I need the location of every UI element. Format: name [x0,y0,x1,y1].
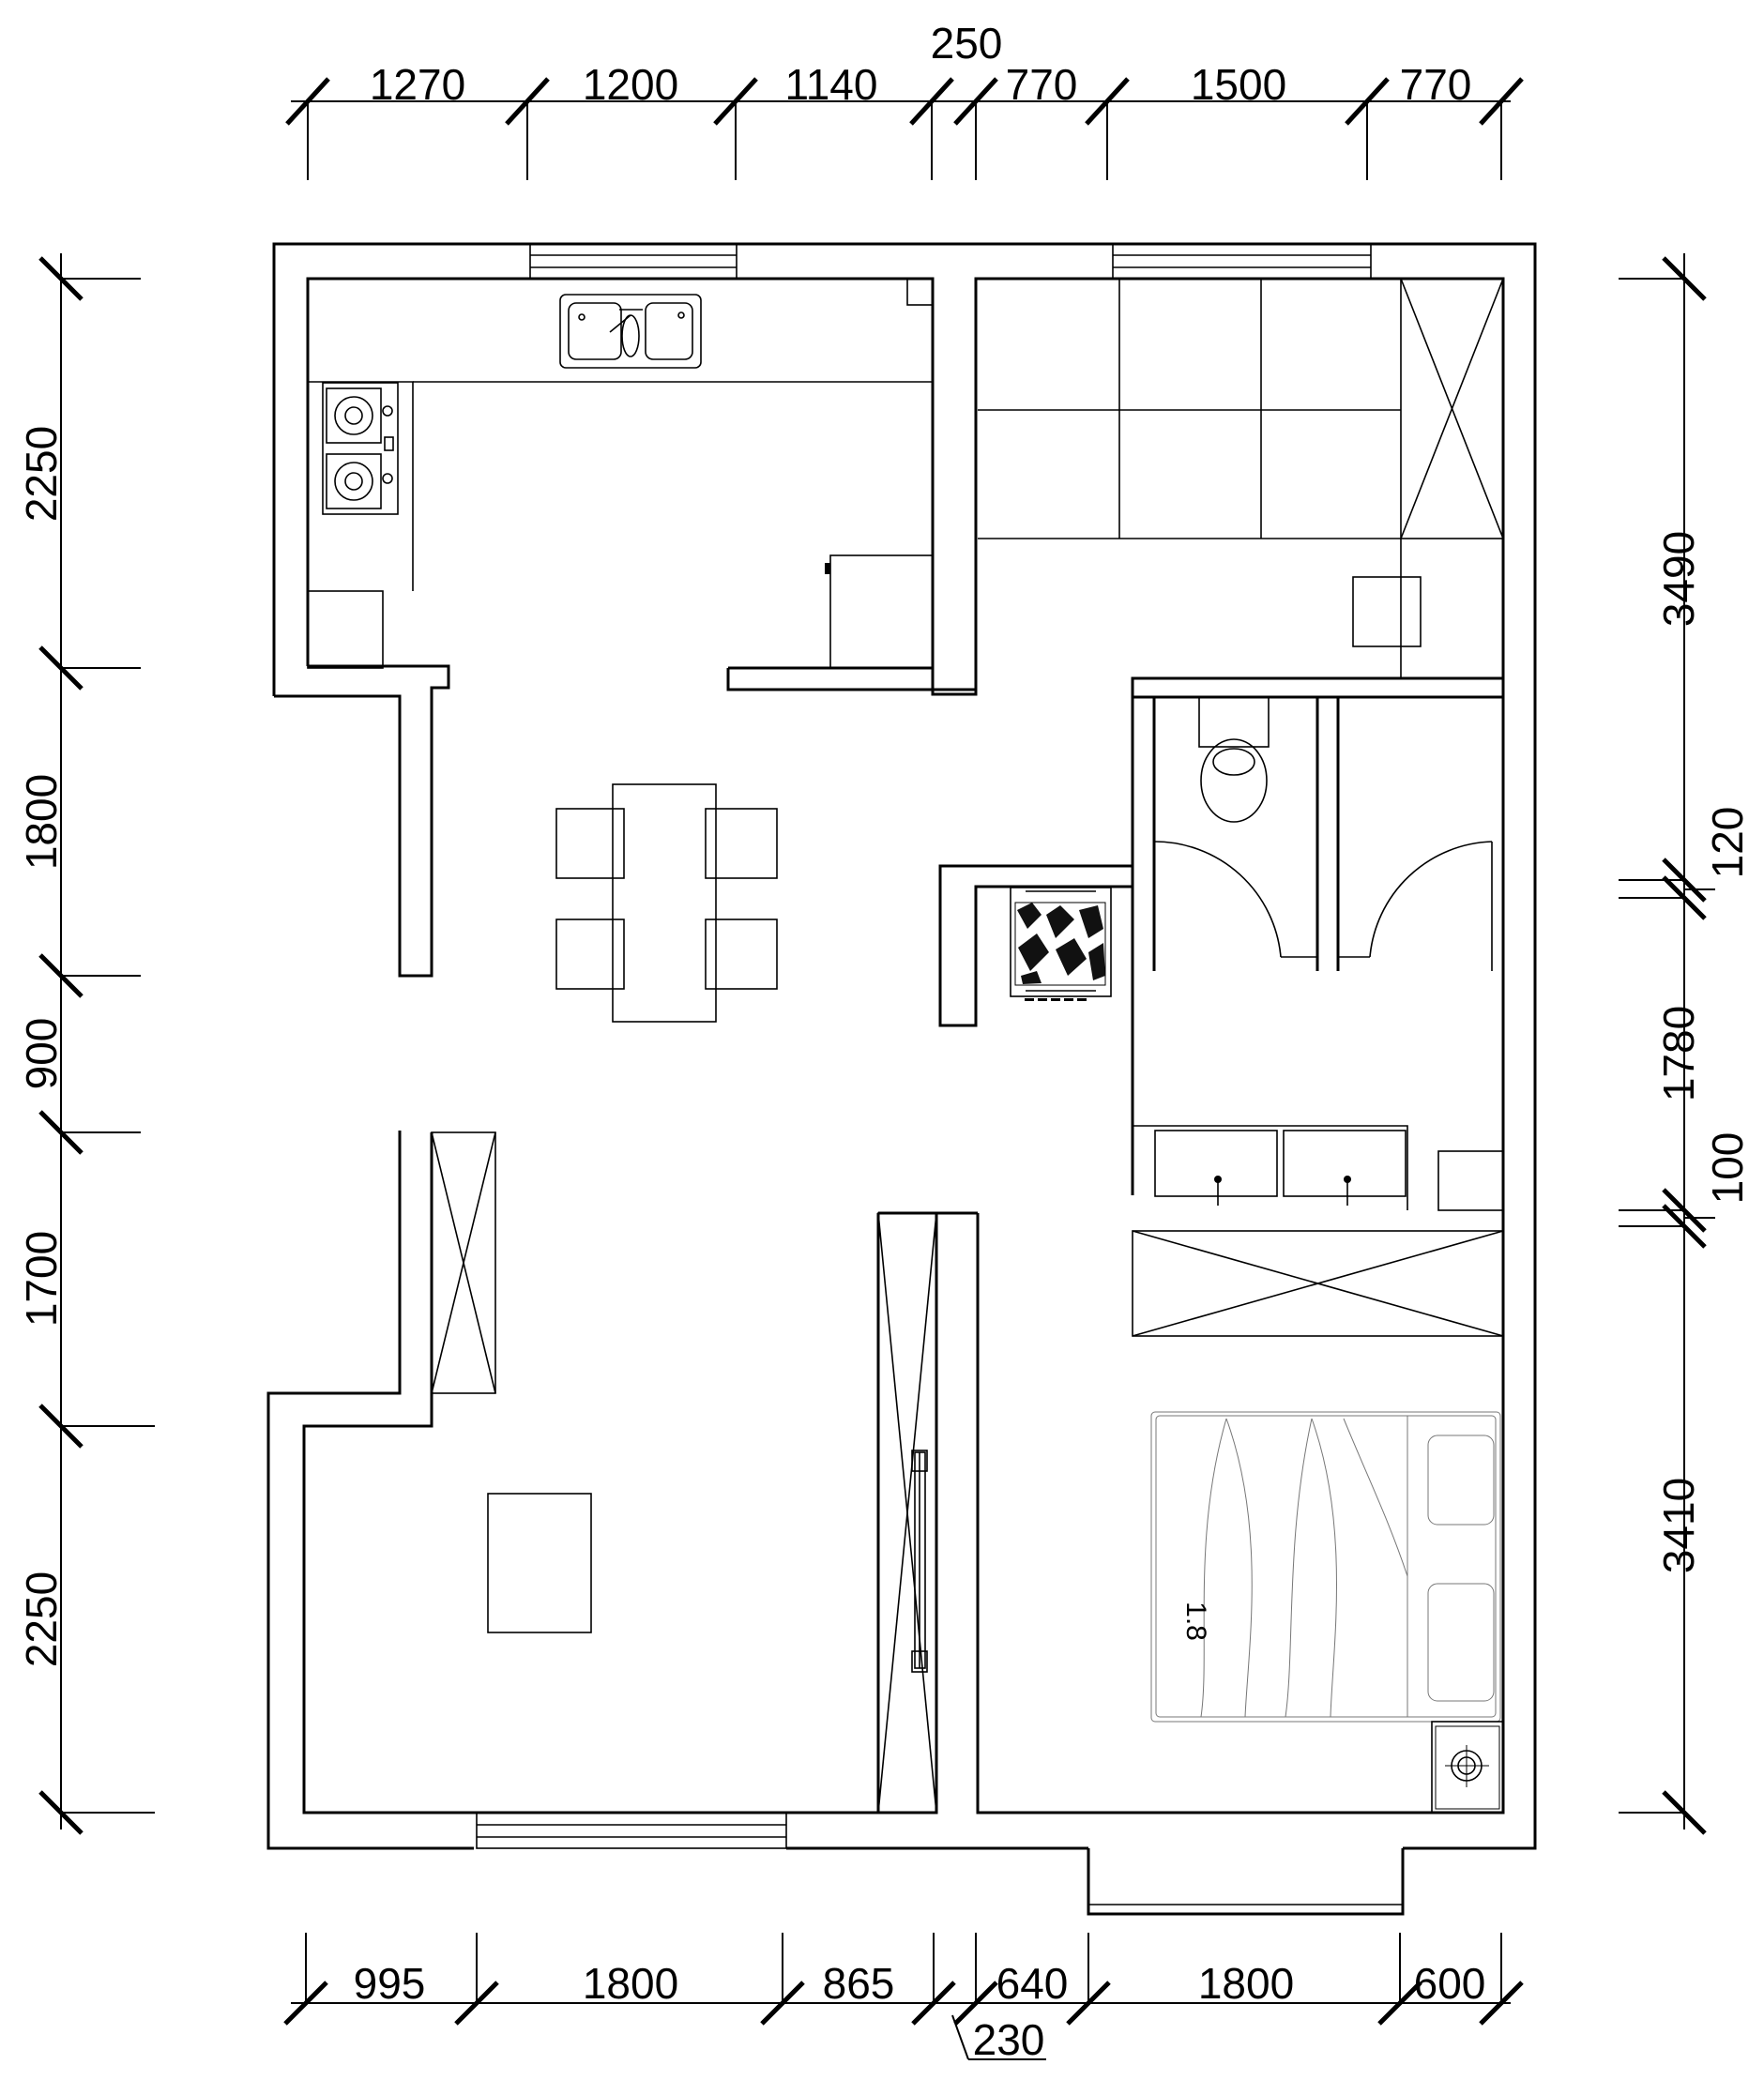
top-dimension-chain: 250 1270 1200 1140 770 1500 770 [285,19,1524,180]
bed-size-label: 1.8 [1180,1602,1211,1641]
wardrobe-middle [877,1212,937,1814]
dim-top-6: 770 [1400,60,1472,109]
fridge-icon [1010,887,1112,1001]
coffee-table [487,1493,592,1633]
dim-top-above: 250 [931,19,1003,68]
dim-bottom-4: 640 [996,1959,1069,2008]
nightstand-icon [1431,1721,1504,1814]
dim-bottom-below: 230 [973,2015,1045,2064]
dim-right-3: 1780 [1654,1006,1703,1101]
dim-right-1: 3490 [1654,531,1703,627]
dining-table [555,783,778,1023]
bed-icon: 1.8 [1150,1411,1501,1723]
dim-bottom-1: 995 [354,1959,426,2008]
bottom-dimension-chain: 995 1800 865 640 1800 600 230 [283,1933,1524,2064]
storage-top-right [978,278,1504,678]
windows [476,243,1372,1849]
sink-icon [559,294,702,369]
dim-top-3: 1140 [785,60,878,109]
dim-left-4: 1700 [17,1231,66,1327]
dim-top-1: 1270 [370,60,465,109]
dim-left-3: 900 [17,1018,66,1090]
dim-top-2: 1200 [583,60,678,109]
toilet-icon [1198,696,1270,823]
vanity-icon [1133,1125,1504,1211]
dim-right-2: 120 [1703,807,1752,879]
dim-top-4: 770 [1006,60,1078,109]
right-dimension-chain: 3490 120 1780 100 3410 [1619,253,1752,1835]
cabinet-left [431,1131,496,1394]
stove-icon [322,382,399,515]
dim-right-4: 100 [1703,1132,1752,1205]
door-swing-right [1338,841,1493,971]
dim-left-5: 2250 [17,1571,66,1667]
kitchen [307,278,934,669]
dim-top-5: 1500 [1191,60,1286,109]
dim-bottom-3: 865 [823,1959,895,2008]
door-swing-left [1153,841,1317,971]
dim-bottom-2: 1800 [583,1959,678,2008]
dim-right-5: 3410 [1654,1478,1703,1573]
wardrobe-bedroom [1132,1230,1504,1337]
dim-bottom-6: 600 [1414,1959,1486,2008]
dim-bottom-5: 1800 [1198,1959,1294,2008]
left-dimension-chain: 2250 1800 900 1700 2250 [17,253,155,1835]
dim-left-2: 1800 [17,774,66,870]
dim-left-1: 2250 [17,426,66,522]
walls [266,242,1537,1916]
